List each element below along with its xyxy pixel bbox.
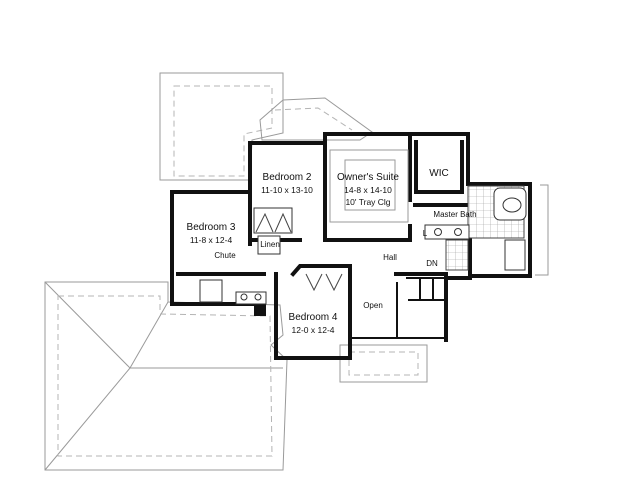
roof-outline [44, 72, 549, 471]
l-mark: L [423, 229, 428, 238]
hall-bath-fixtures [199, 279, 267, 316]
tray-ceiling-outline [329, 149, 409, 223]
master-bath-name: Master Bath [433, 210, 476, 219]
dn-name: DN [426, 259, 438, 268]
owners-suite-name: Owner's Suite [337, 172, 399, 183]
room-labels: Bedroom 2 11-10 x 13-10 Owner's Suite 14… [187, 168, 477, 335]
chute-name: Chute [214, 251, 236, 260]
bedroom3-dims: 11-8 x 12-4 [190, 235, 233, 245]
owners-suite-dims: 14-8 x 14-10 [344, 185, 392, 195]
bedroom2-closet-doors [253, 207, 293, 255]
owners-suite-ceiling: 10' Tray Clg [345, 197, 390, 207]
bedroom2-name: Bedroom 2 [263, 172, 312, 183]
bedroom4-name: Bedroom 4 [289, 312, 338, 323]
wic-name: WIC [429, 168, 448, 179]
linen-name: Linen [260, 240, 280, 249]
master-bath-fixtures [424, 185, 527, 271]
bedroom3-name: Bedroom 3 [187, 222, 236, 233]
walls [170, 132, 532, 360]
bedroom2-dims: 11-10 x 13-10 [261, 185, 313, 195]
open-name: Open [363, 301, 383, 310]
bedroom4-dims: 12-0 x 12-4 [292, 325, 335, 335]
hall-name: Hall [383, 253, 397, 262]
bedroom4-closet-doors [305, 273, 343, 292]
